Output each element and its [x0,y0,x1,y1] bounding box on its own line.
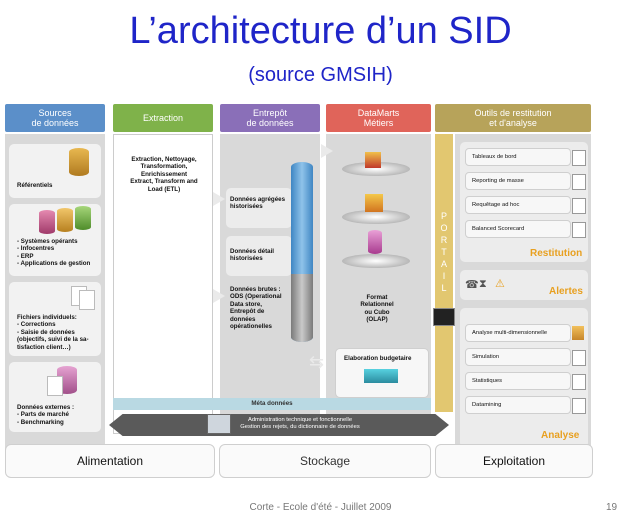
fichiers-label: Fichiers individuels: - Corrections - Sa… [17,314,89,351]
source-card-systemes: - Systèmes opérants - Infocentres - ERP … [9,204,101,276]
elaboration-label: Elaboration budgetaire [344,355,412,362]
warehouse-base-icon [291,274,313,342]
source-card-referentiels: Référentiels [9,144,101,198]
analyse-item: Simulation [465,348,571,366]
datamart-plate [342,210,410,224]
header-entrepot: Entrepôt de données [220,104,320,132]
restitution-item: Reporting de masse [465,172,571,190]
administration-text: Administration technique et fonctionnell… [240,417,360,430]
slide-subtitle: (source GMSIH) [248,64,393,86]
budget-cube-icon [364,369,398,383]
statistics-icon [572,374,586,390]
analyse-item: Statistiques [465,372,571,390]
entrepot-detail-box: Données détail historisées [226,236,292,276]
administration-bar [109,414,449,436]
phone-icon: ☎ [465,279,479,291]
source-card-fichiers: Fichiers individuels: - Corrections - Sa… [9,282,101,356]
portail-letter: I [442,271,446,281]
portail-letter: O [440,223,448,233]
architecture-diagram: Sources de données Extraction Entrepôt d… [5,104,631,486]
analyse-item: Datamining [465,396,571,414]
header-sources: Sources de données [5,104,105,132]
monitor-icon [433,308,455,326]
database-icon [75,206,91,230]
elaboration-box: Elaboration budgetaire [335,348,429,398]
alertes-panel [460,270,588,300]
header-extraction: Extraction [113,104,213,132]
database-icon [39,210,55,234]
chart-icon [572,174,586,190]
document-icon [47,376,63,396]
flow-arrow-icon [213,192,225,206]
exploitation-label: Exploitation [482,454,546,468]
slide-title: L’architecture d’un SID [129,10,512,52]
referentiels-label: Référentiels [17,182,53,189]
header-datamarts: DataMarts Métiers [326,104,431,132]
detail-label: Données détail historisées [230,248,275,263]
portail-bar [435,134,453,412]
extraction-column [113,134,213,434]
cube-icon [365,194,383,212]
page-number: 19 [606,502,618,513]
database-icon [368,230,382,254]
portail-letter: A [440,259,447,269]
report-icon [572,150,586,166]
portail-letter: R [440,235,448,245]
meta-donnees-bar: Méta données [113,398,431,410]
hourglass-icon: ⧗ [479,278,487,290]
slide-footer: Corte - Ecole d'été - Juillet 2009 [249,502,392,513]
warning-icon: ⚠ [495,278,505,290]
flow-arrow-icon [321,144,333,158]
alertes-label: Alertes [549,286,583,297]
cube-icon [365,152,381,168]
table-icon [572,198,586,214]
portail-letter: P [440,211,447,221]
scorecard-icon [572,222,586,238]
database-icon [57,208,73,232]
restitution-item: Balanced Scorecard [465,220,571,238]
systemes-label: - Systèmes opérants - Infocentres - ERP … [17,238,91,268]
olap-cube-icon [572,326,584,340]
restitution-label: Restitution [530,248,583,259]
etl-description: Extraction, Nettoyage, Transformation, E… [130,156,198,193]
flow-arrow-icon [213,289,225,303]
bidirectional-arrow-icon: ⇆ [309,352,325,372]
document-icon [79,290,95,310]
alimentation-label: Alimentation [76,454,144,468]
source-card-externes: Données externes : - Parts de marché - B… [9,362,101,432]
header-outils: Outils de restitution et d'analyse [435,104,591,132]
stockage-label: Stockage [299,454,351,468]
agregees-label: Données agrégées historisées [230,196,286,211]
portail-letter: L [441,283,447,293]
datamining-icon [572,398,586,414]
exploitation-tab: Exploitation [435,444,593,478]
alimentation-tab: Alimentation [5,444,215,478]
analyse-item: Analyse multi-dimensionnelle [465,324,571,342]
datamart-plate [342,254,410,268]
simulation-icon [572,350,586,366]
computer-icon [207,414,231,434]
datamart-plate [342,162,410,176]
entrepot-agregees-box: Données agrégées historisées [226,188,292,228]
portail-label: P O R T A I L [435,210,453,294]
analyse-label: Analyse [541,430,580,441]
restitution-item: Requêtage ad hoc [465,196,571,214]
database-icon [69,148,89,176]
stockage-tab: Stockage [219,444,431,478]
format-olap-label: Format Relationnel ou Cubo (OLAP) [360,294,394,324]
portail-letter: T [441,247,447,257]
brutes-label: Données brutes : ODS (Operational Data s… [230,286,282,331]
restitution-item: Tableaux de bord [465,148,571,166]
externes-label: Données externes : - Parts de marché - B… [17,404,75,426]
